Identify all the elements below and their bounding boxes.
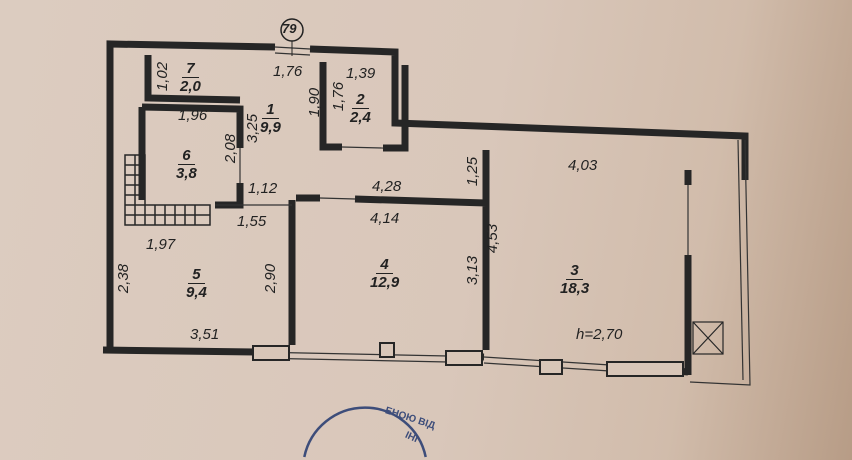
dimension: 4,03 [568,157,598,174]
elevator-shaft [692,321,724,355]
dimension: 1,02 [154,61,172,92]
dimension: 1,76 [273,63,303,80]
dimension: 1,55 [237,213,267,230]
dimension: 4,28 [372,178,402,195]
dimension: 1,97 [146,236,176,253]
dimension: 3,25 [244,113,262,144]
dimension: 1,39 [346,65,376,82]
dimension: 1,12 [248,180,278,197]
dimension: 1,96 [178,107,208,124]
dimension: 1,25 [464,156,482,187]
axis-marker: 79 [282,21,297,36]
dimension: 1,76 [330,81,348,112]
ceiling-height: h=2,70 [576,326,623,343]
dimension: 2,08 [222,133,240,164]
dimension: 2,38 [115,263,133,294]
dimension: 3,51 [190,326,220,343]
dimension: 1,90 [306,87,324,118]
dimension: 2,90 [262,263,280,294]
dimension: 3,13 [464,255,482,286]
dimension: 4,14 [370,210,400,227]
dimension: 4,53 [484,223,502,254]
ventilation-shaft [124,154,211,226]
stamp-circle [303,406,427,458]
